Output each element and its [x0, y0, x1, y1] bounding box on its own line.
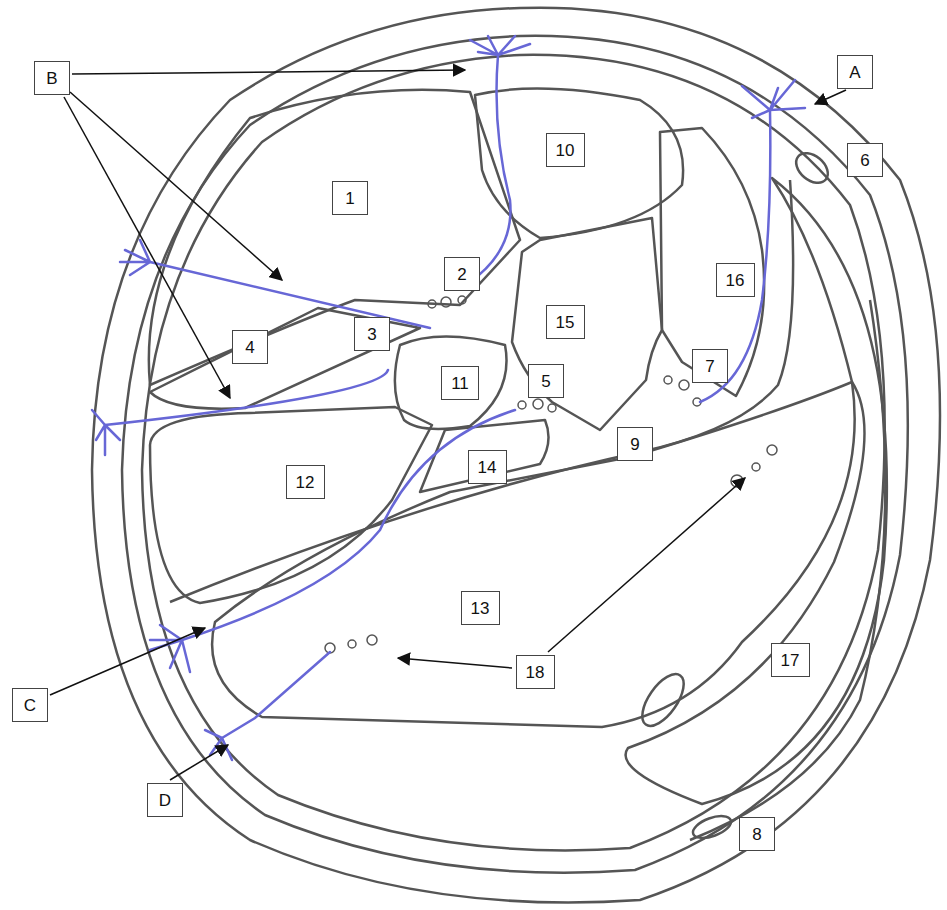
muscle-1: [149, 90, 520, 385]
callout-box: 8: [739, 817, 775, 851]
callout-box: 1: [332, 181, 368, 215]
fibula: [420, 420, 549, 492]
inner-fascia: [142, 55, 885, 851]
callout-box: 9: [617, 427, 653, 461]
callout-number: 18: [526, 664, 545, 681]
vein-8: [690, 812, 734, 843]
tibia: [395, 337, 507, 429]
callout-number: 17: [781, 652, 800, 669]
callout-box: 17: [771, 643, 810, 677]
vessel: [634, 667, 691, 732]
callout-number: 2: [457, 266, 466, 283]
callout-box: D: [147, 783, 183, 817]
callout-number: 10: [556, 142, 575, 159]
callout-box: 11: [441, 366, 479, 400]
intermuscular-septum: [170, 180, 793, 602]
callout-box: 10: [546, 133, 585, 167]
callout-number: 7: [705, 358, 714, 375]
callout-number: 13: [471, 600, 490, 617]
callout-number: 12: [296, 474, 315, 491]
callout-number: D: [159, 792, 171, 809]
muscle-12: [150, 407, 432, 603]
callout-box: 13: [461, 591, 500, 625]
callout-box: 6: [847, 143, 883, 177]
muscle-15: [512, 218, 662, 430]
callout-number: 4: [245, 339, 254, 356]
muscle-17: [626, 178, 887, 804]
callout-number: 8: [752, 826, 761, 843]
deep-fascia: [122, 36, 908, 873]
callout-box: 4: [232, 330, 268, 364]
callout-box: C: [12, 688, 48, 722]
callout-box: 3: [354, 317, 390, 351]
callout-number: 15: [556, 314, 575, 331]
tendon-line: [690, 300, 885, 840]
muscle-13: [212, 382, 855, 727]
callout-number: A: [849, 64, 860, 81]
callout-box: 14: [468, 450, 507, 484]
callout-number: 14: [478, 459, 497, 476]
skin-outline: [92, 8, 940, 903]
callout-number: B: [46, 70, 57, 87]
callout-box: 2: [444, 257, 480, 291]
callout-number: 6: [860, 152, 869, 169]
callout-box: B: [34, 61, 70, 95]
callout-number: 11: [451, 375, 469, 392]
callout-box: 15: [546, 305, 585, 339]
muscle-4: [150, 308, 420, 409]
callout-number: 16: [726, 272, 745, 289]
callout-number: C: [24, 697, 36, 714]
vein-6: [790, 147, 833, 189]
callout-box: 12: [286, 465, 325, 499]
muscle-10: [475, 89, 683, 238]
callout-box: A: [837, 55, 873, 89]
callout-box: 5: [528, 364, 564, 398]
callout-box: 7: [692, 349, 728, 383]
callout-box: 16: [716, 263, 755, 297]
callout-number: 9: [630, 436, 639, 453]
muscle-16: [660, 128, 764, 396]
callout-number: 5: [541, 373, 550, 390]
callout-number: 3: [367, 326, 376, 343]
callout-box: 18: [516, 655, 555, 689]
callout-number: 1: [345, 190, 354, 207]
